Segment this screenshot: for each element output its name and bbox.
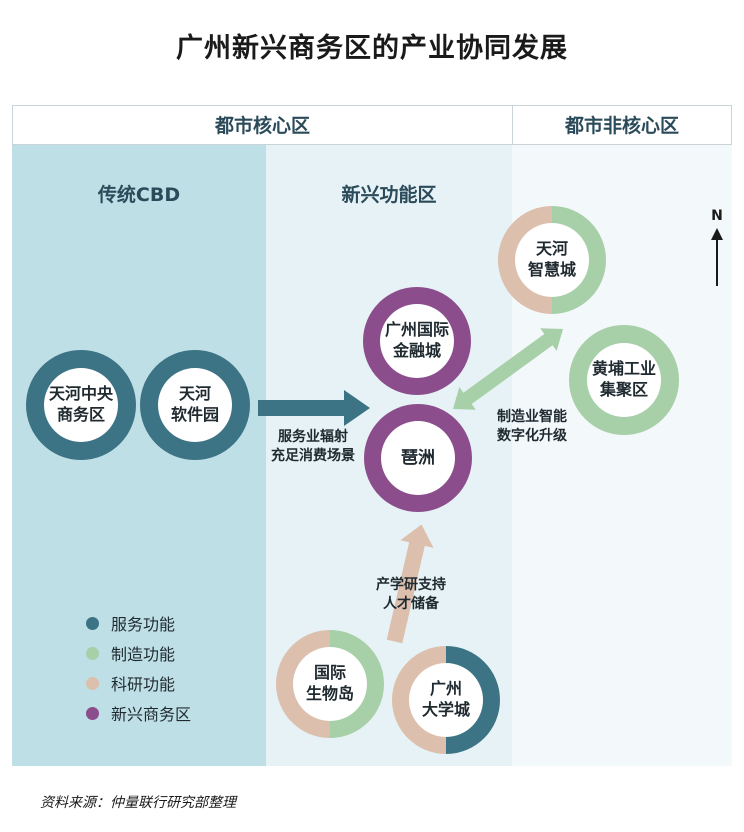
node-tianhe-software-park: 天河 软件园	[140, 350, 250, 460]
caption-line: 产学研支持	[376, 577, 446, 593]
zone-header-core: 都市核心区	[12, 105, 513, 145]
research-arrow	[386, 524, 434, 644]
node-pazhou: 琶洲	[364, 404, 472, 512]
manufacturing-arrow	[452, 328, 564, 410]
legend-label: 科研功能	[111, 675, 176, 694]
caption-line: 制造业智能	[497, 409, 567, 425]
north-arrow-icon	[711, 228, 723, 286]
legend-item-research: 科研功能	[86, 668, 191, 698]
node-label: 智慧城	[527, 260, 576, 279]
caption-line: 充足消费场景	[271, 447, 355, 464]
node-tianhe-cbd: 天河中央 商务区	[26, 350, 136, 460]
legend-item-emerging: 新兴商务区	[86, 698, 191, 728]
node-label: 天河中央	[48, 384, 113, 404]
node-smart-city: 天河 智慧城	[498, 206, 606, 314]
legend-swatch	[86, 706, 99, 720]
node-bio-island: 国际 生物岛	[276, 630, 384, 738]
legend-item-manufacturing: 制造功能	[86, 638, 191, 668]
legend-item-service: 服务功能	[86, 608, 191, 638]
node-label: 广州	[429, 679, 462, 699]
caption-line: 人才储备	[383, 595, 439, 612]
node-label: 金融城	[392, 341, 441, 360]
legend-label: 制造功能	[111, 645, 176, 664]
node-huangpu: 黄埔工业 集聚区	[569, 325, 679, 435]
node-label: 大学城	[421, 700, 470, 719]
column-header-cbd: 传统CBD	[97, 184, 181, 206]
page-title: 广州新兴商务区的产业协同发展	[176, 33, 568, 64]
compass-label: N	[711, 208, 723, 224]
legend-label: 服务功能	[111, 615, 176, 634]
node-university-city: 广州 大学城	[392, 646, 500, 754]
node-label: 集聚区	[599, 380, 648, 399]
node-label: 国际	[313, 663, 346, 683]
node-label: 商务区	[56, 405, 105, 424]
legend-swatch	[86, 616, 99, 630]
legend-label: 新兴商务区	[111, 705, 192, 724]
manufacturing-arrow-caption: 制造业智能 数字化升级	[480, 408, 584, 446]
node-label: 天河	[178, 384, 211, 404]
service-arrow	[258, 390, 370, 426]
legend: 服务功能 制造功能 科研功能 新兴商务区	[86, 608, 191, 728]
column-header-emerging: 新兴功能区	[341, 184, 437, 206]
node-finance-city: 广州国际 金融城	[363, 287, 471, 395]
node-label: 天河	[535, 239, 568, 259]
zone-header-noncore: 都市非核心区	[512, 105, 732, 145]
legend-swatch	[86, 676, 99, 690]
caption-line: 服务业辐射	[278, 429, 348, 445]
node-label: 广州国际	[384, 320, 449, 340]
node-label: 黄埔工业	[591, 359, 656, 379]
research-arrow-caption: 产学研支持 人才储备	[356, 576, 466, 614]
legend-swatch	[86, 646, 99, 660]
node-label: 生物岛	[305, 684, 354, 703]
source-note: 资料来源：仲量联行研究部整理	[40, 795, 236, 811]
cbd-column	[12, 145, 266, 766]
caption-line: 数字化升级	[497, 427, 567, 444]
node-label: 琶洲	[401, 447, 435, 468]
service-arrow-caption: 服务业辐射 充足消费场景	[258, 428, 368, 466]
node-label: 软件园	[170, 405, 219, 424]
